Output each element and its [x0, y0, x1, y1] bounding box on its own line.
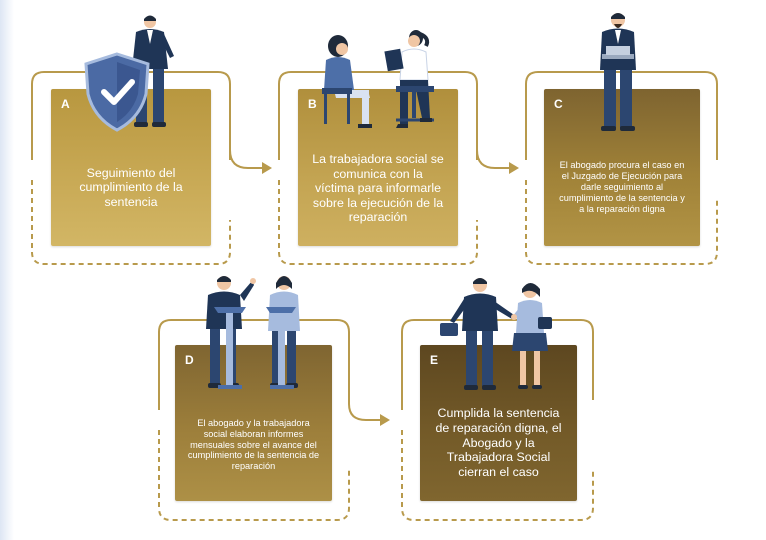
step-letter-c: C: [554, 97, 563, 111]
shield-check-icon: [84, 52, 150, 132]
frame-b: [278, 71, 478, 160]
step-letter-a: A: [61, 97, 70, 111]
arrow-a-b: [229, 130, 262, 169]
step-text-e: Cumplida la sentencia de reparación dign…: [435, 406, 562, 479]
step-letter-d: D: [185, 353, 194, 367]
step-text-c: El abogado procura el caso en el Juzgado…: [559, 160, 685, 214]
frame-d-bottom: [158, 430, 350, 521]
step-text-d: El abogado y la trabajadora social elabo…: [187, 417, 320, 472]
background-gradient: [0, 0, 14, 540]
podium-figures-d: [206, 276, 300, 389]
handshake-figures-e: [440, 278, 552, 390]
step-text-b: La trabajadora social se comunica con la…: [312, 151, 444, 225]
step-text-a: Seguimiento del cumplimiento de la sente…: [79, 165, 183, 209]
arrowhead-a-b: [262, 162, 272, 174]
frame-e-bottom: [401, 430, 594, 521]
frame-d: [158, 319, 350, 410]
arrow-b-c: [476, 130, 509, 169]
frame-e: [401, 319, 594, 410]
frame-a-bottom: [31, 180, 231, 265]
frame-b-bottom: [278, 180, 478, 265]
lawyer-laptop-figure-c: [600, 13, 636, 131]
arrow-d-e: [348, 380, 380, 421]
step-card-d: D El abogado y la trabajadora social ela…: [175, 345, 332, 501]
arrowhead-b-c: [509, 162, 519, 174]
step-letter-b: B: [308, 97, 317, 111]
arrowhead-d-e: [380, 414, 390, 426]
frame-c-bottom: [525, 180, 718, 265]
seated-women-figure-b: [322, 30, 434, 128]
step-card-e: E Cumplida la sentencia de reparación di…: [420, 345, 577, 501]
step-letter-e: E: [430, 353, 439, 367]
